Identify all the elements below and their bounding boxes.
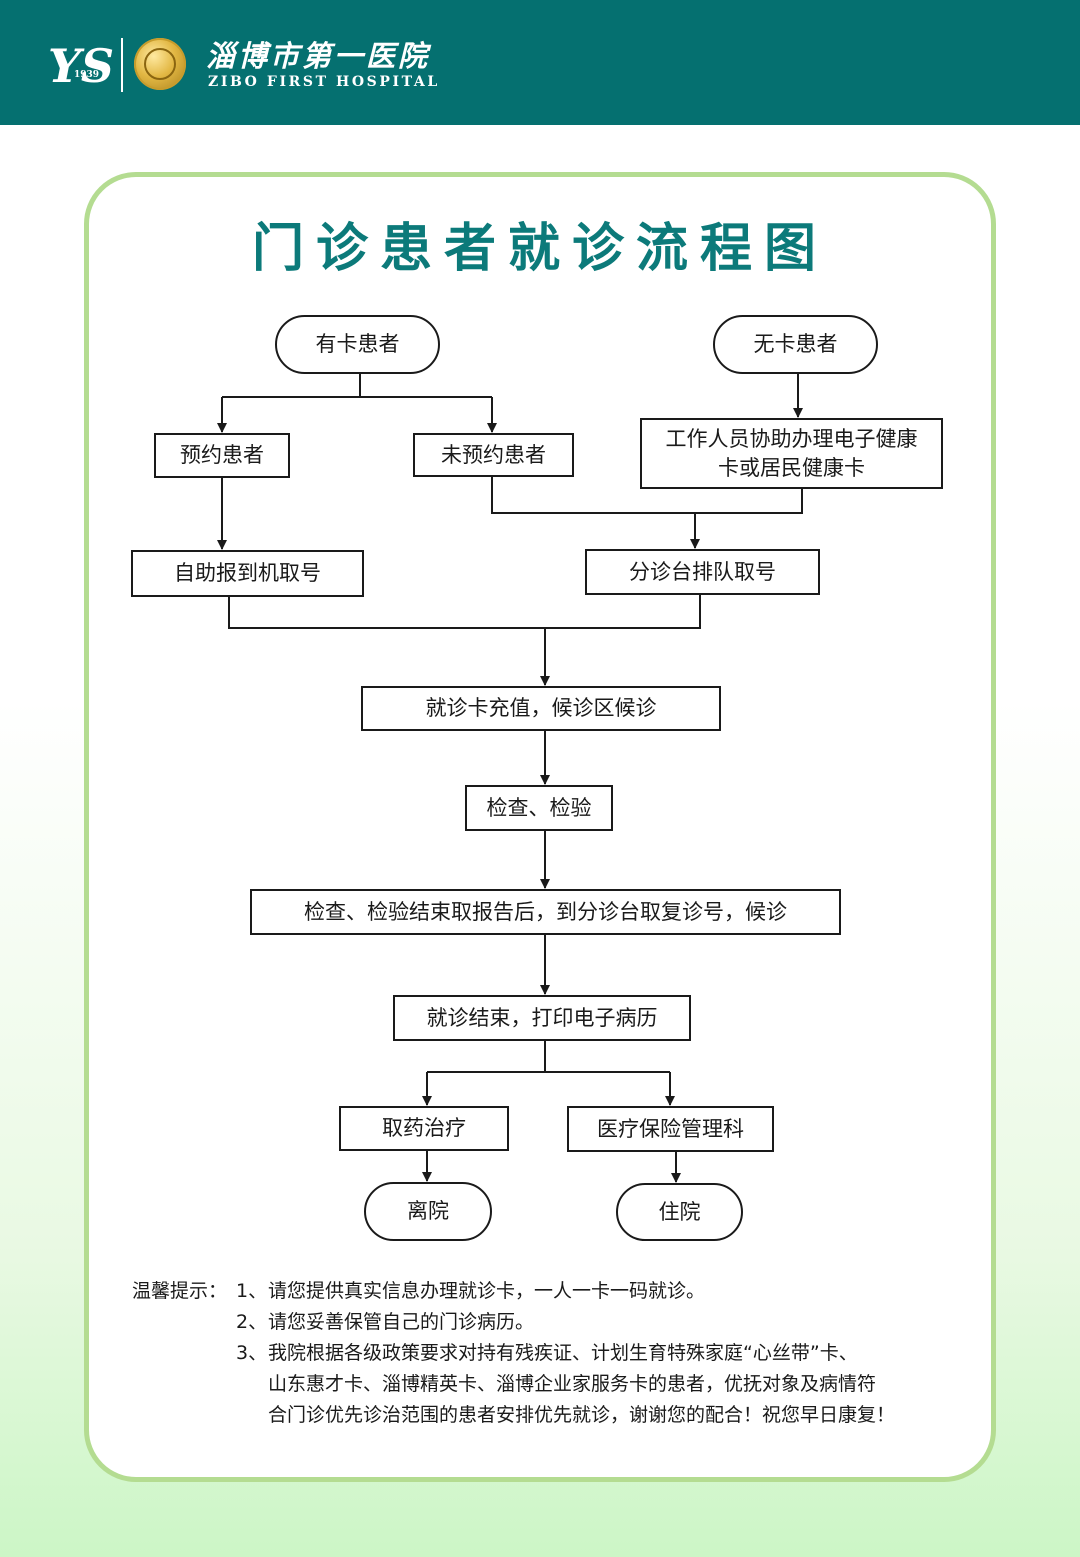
note-text: 合门诊优先诊治范围的患者安排优先就诊，谢谢您的配合！祝您早日康复！ <box>268 1404 896 1426</box>
hospital-name-cn: 淄博市第一医院 <box>206 39 431 73</box>
node-report-return: 检查、检验结束取报告后，到分诊台取复诊号，候诊 <box>250 889 841 935</box>
hospital-logo-mark: YS 1939 <box>48 40 114 92</box>
header-bar: YS 1939 淄博市第一医院 ZIBO FIRST HOSPITAL <box>0 0 1080 125</box>
node-no-appointment-patient: 未预约患者 <box>413 433 574 477</box>
note-item-3: 3、 我院根据各级政策要求对持有残疾证、计划生育特殊家庭“心丝带”卡、 <box>132 1338 952 1369</box>
logo-letters: YS <box>48 39 115 93</box>
note-text: 我院根据各级政策要求对持有残疾证、计划生育特殊家庭“心丝带”卡、 <box>268 1342 858 1364</box>
node-appointment-patient: 预约患者 <box>154 433 290 478</box>
node-recharge-wait: 就诊卡充值，候诊区候诊 <box>361 686 721 731</box>
page-title: 门诊患者就诊流程图 <box>251 219 828 279</box>
node-examination: 检查、检验 <box>465 785 613 831</box>
node-visit-end: 就诊结束，打印电子病历 <box>393 995 691 1041</box>
note-number: 1、 <box>236 1280 268 1302</box>
note-number: 2、 <box>236 1311 268 1333</box>
note-item-3-line-3: 合门诊优先诊治范围的患者安排优先就诊，谢谢您的配合！祝您早日康复！ <box>132 1400 952 1431</box>
notes-label: 温馨提示： <box>132 1280 228 1302</box>
note-text: 山东惠才卡、淄博精英卡、淄博企业家服务卡的患者，优抚对象及病情符 <box>268 1373 877 1395</box>
note-text: 请您提供真实信息办理就诊卡，一人一卡一码就诊。 <box>268 1280 706 1302</box>
hospital-name-en: ZIBO FIRST HOSPITAL <box>208 74 440 90</box>
logo-year: 1939 <box>74 70 100 80</box>
note-number: 3、 <box>236 1342 268 1364</box>
node-self-checkin-kiosk: 自助报到机取号 <box>131 550 364 597</box>
node-leave-hospital: 离院 <box>364 1182 492 1241</box>
node-staff-help-card: 工作人员协助办理电子健康卡或居民健康卡 <box>640 418 943 489</box>
note-item-2: 2、 请您妥善保管自己的门诊病历。 <box>132 1307 952 1338</box>
node-with-card-patient: 有卡患者 <box>275 315 440 374</box>
note-item-1: 温馨提示： 1、 请您提供真实信息办理就诊卡，一人一卡一码就诊。 <box>132 1276 952 1307</box>
node-admit-hospital: 住院 <box>616 1183 743 1241</box>
node-insurance-office: 医疗保险管理科 <box>567 1106 774 1152</box>
node-triage-queue: 分诊台排队取号 <box>585 549 820 595</box>
note-item-3-line-2: 山东惠才卡、淄博精英卡、淄博企业家服务卡的患者，优抚对象及病情符 <box>132 1369 952 1400</box>
node-pharmacy-treatment: 取药治疗 <box>339 1106 509 1151</box>
node-without-card-patient: 无卡患者 <box>713 315 878 374</box>
note-text: 请您妥善保管自己的门诊病历。 <box>268 1311 535 1333</box>
logo-divider <box>121 38 123 92</box>
reminder-notes: 温馨提示： 1、 请您提供真实信息办理就诊卡，一人一卡一码就诊。 2、 请您妥善… <box>132 1276 952 1436</box>
accreditation-seal-icon <box>134 38 186 90</box>
